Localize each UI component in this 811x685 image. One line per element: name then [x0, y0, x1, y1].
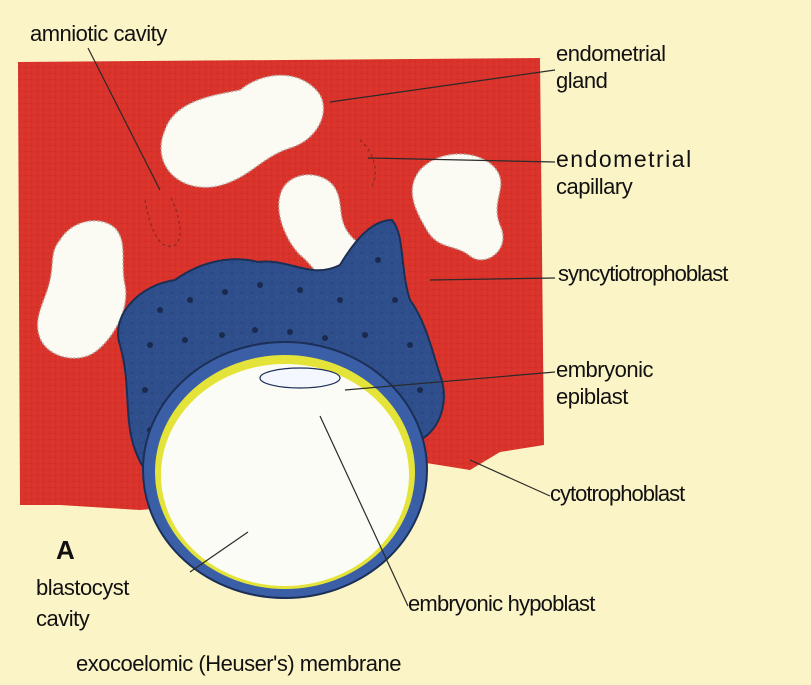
label-endometrial-gland: endometrial gland — [556, 40, 736, 94]
label-embryonic-epiblast: embryonic epiblast — [556, 356, 736, 410]
label-line: endometrial — [556, 146, 756, 173]
label-blastocyst-cavity: blastocyst cavity — [36, 572, 196, 634]
label-exocoelomic-membrane: exocoelomic (Heuser's) membrane — [76, 650, 401, 677]
label-line: capillary — [556, 173, 756, 200]
label-line: embryonic — [556, 356, 736, 383]
label-endometrial-capillary: endometrial capillary — [556, 146, 756, 200]
label-line: epiblast — [556, 383, 736, 410]
label-line: endometrial — [556, 40, 736, 67]
label-syncytiotrophoblast: syncytiotrophoblast — [558, 260, 727, 287]
label-line: gland — [556, 67, 736, 94]
label-line: cavity — [36, 603, 196, 634]
label-cytotrophoblast: cytotrophoblast — [550, 480, 684, 507]
label-embryonic-hypoblast: embryonic hypoblast — [408, 590, 595, 617]
amniotic-cavity-shape — [260, 368, 340, 388]
blastocyst-cavity-shape — [161, 364, 409, 586]
label-line: blastocyst — [36, 572, 196, 603]
panel-letter: A — [56, 537, 74, 564]
label-amniotic-cavity: amniotic cavity — [30, 20, 167, 47]
